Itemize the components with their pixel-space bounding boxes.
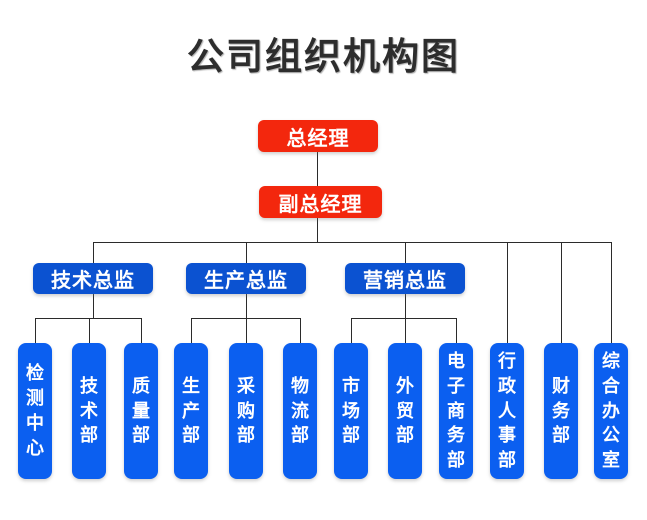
node-technical-director: 技术总监 (33, 263, 153, 294)
node-deputy-general-manager: 副总经理 (259, 186, 382, 218)
node-marketing-director: 营销总监 (345, 263, 465, 294)
connector-line (246, 294, 247, 318)
node-ecommerce-dept: 电 子 商 务 部 (439, 343, 473, 479)
node-general-manager: 总经理 (258, 120, 378, 152)
node-general-office: 综 合 办 公 室 (594, 343, 628, 479)
connector-line (191, 318, 192, 343)
node-foreign-trade-dept: 外 贸 部 (388, 343, 422, 479)
connector-line (246, 242, 247, 263)
connector-line (93, 294, 94, 318)
node-purchasing-dept: 采 购 部 (229, 343, 263, 479)
node-admin-hr-dept: 行 政 人 事 部 (490, 343, 524, 479)
connector-line (89, 318, 90, 343)
connector-line (35, 318, 36, 343)
connector-line (317, 218, 318, 243)
connector-line (93, 242, 94, 263)
node-quality-dept: 质 量 部 (124, 343, 158, 479)
connector-line (351, 318, 352, 343)
connector-line (317, 152, 318, 186)
connector-line (507, 242, 508, 343)
connector-line (611, 242, 612, 343)
node-finance-dept: 财 务 部 (544, 343, 578, 479)
connector-line (456, 318, 457, 343)
connector-line (246, 318, 247, 343)
connector-line (35, 318, 142, 319)
connector-line (405, 294, 406, 318)
connector-line (141, 318, 142, 343)
connector-line (405, 242, 406, 263)
connector-line (351, 318, 457, 319)
node-marketing-dept: 市 场 部 (334, 343, 368, 479)
connector-line (300, 318, 301, 343)
node-technology-dept: 技 术 部 (72, 343, 106, 479)
connector-line (405, 318, 406, 343)
node-testing-center: 检 测 中 心 (18, 343, 52, 479)
connector-line (93, 242, 612, 243)
chart-title: 公司组织机构图 (187, 36, 460, 77)
node-production-dept: 生 产 部 (174, 343, 208, 479)
connector-line (561, 242, 562, 343)
node-production-director: 生产总监 (186, 263, 306, 294)
node-logistics-dept: 物 流 部 (283, 343, 317, 479)
